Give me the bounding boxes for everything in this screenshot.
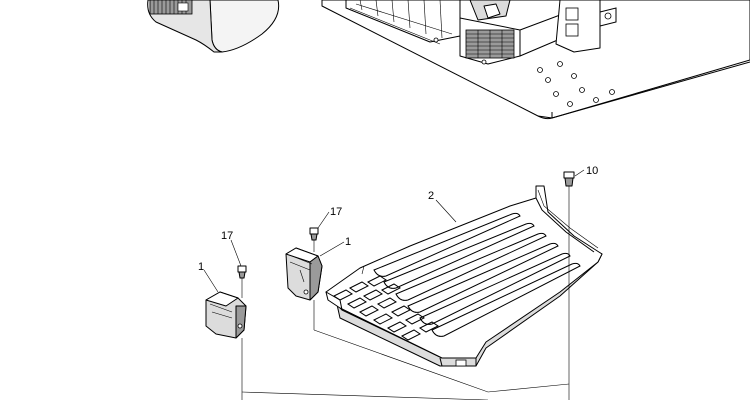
callout-block-left: 1 (198, 261, 204, 273)
right-bolt (563, 171, 575, 187)
tray-front-cells (333, 275, 439, 341)
callout-bolt-right: 10 (586, 165, 598, 177)
tray-ribs (373, 212, 581, 337)
assembly-lines (241, 186, 570, 400)
top-left-cover-assembly (147, 0, 280, 53)
top-floor-slats (345, 0, 461, 45)
left-mount-block (205, 291, 247, 339)
callout-block-center: 1 (345, 236, 351, 248)
top-left-grille (149, 0, 193, 15)
callout-bolt-center: 17 (330, 206, 342, 218)
floor-tray (325, 185, 603, 367)
frame-holes (433, 37, 615, 107)
left-bolt (237, 265, 247, 279)
callout-bolt-left: 17 (221, 230, 233, 242)
top-right-frame-assembly (321, 0, 750, 120)
side-bracket (555, 0, 617, 53)
center-mount-block (285, 247, 323, 301)
leader-lines (203, 169, 585, 293)
callout-tray: 2 (428, 190, 434, 202)
center-bolt (309, 227, 319, 252)
